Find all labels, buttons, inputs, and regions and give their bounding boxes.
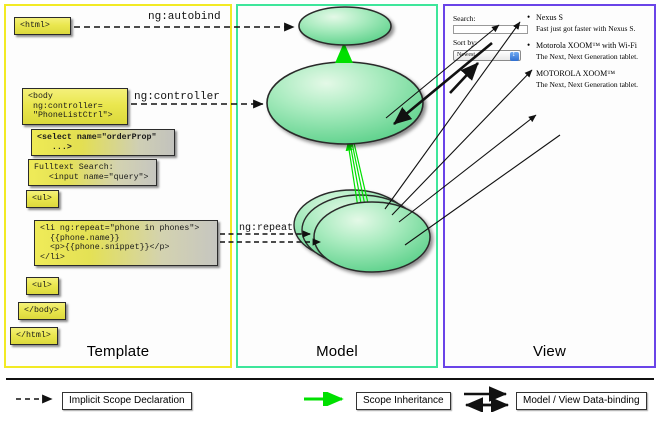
sort-by-label: Sort by: bbox=[453, 38, 477, 47]
list-item[interactable]: Motorola XOOM™ with Wi-Fi The Next, Next… bbox=[527, 40, 652, 63]
column-model: Model bbox=[236, 4, 438, 368]
chevron-updown-icon bbox=[510, 51, 519, 61]
code-box-html-open: <html> bbox=[14, 17, 71, 35]
search-label: Search: bbox=[453, 14, 476, 23]
phone-name: Motorola XOOM™ with Wi-Fi bbox=[527, 40, 652, 51]
legend-art-green bbox=[304, 392, 344, 406]
sort-by-selected-value: Newest bbox=[457, 52, 475, 58]
legend-divider bbox=[6, 378, 654, 380]
legend-art-double bbox=[464, 386, 510, 412]
list-item[interactable]: Nexus S Fast just got faster with Nexus … bbox=[527, 12, 652, 35]
sort-by-select[interactable]: Newest bbox=[453, 50, 521, 61]
legend: Implicit Scope Declaration Scope Inherit… bbox=[0, 378, 660, 421]
search-input[interactable] bbox=[453, 25, 528, 34]
view-rendered-page: Search: Sort by: Newest Nexus S Fast jus… bbox=[449, 10, 652, 130]
list-item[interactable]: MOTOROLA XOOM™ The Next, Next Generation… bbox=[527, 68, 652, 91]
code-box-select-tag: <select name="orderProp" ...> bbox=[31, 129, 175, 157]
column-label-model: Model bbox=[316, 343, 358, 360]
phone-snippet: Fast just got faster with Nexus S. bbox=[536, 24, 636, 33]
code-box-body-open: <body ng:controller= "PhoneListCtrl"> bbox=[22, 88, 128, 125]
phone-name: Nexus S bbox=[527, 12, 652, 23]
legend-implicit-scope-declaration: Implicit Scope Declaration bbox=[62, 392, 192, 410]
legend-model-view-data-binding: Model / View Data-binding bbox=[516, 392, 647, 410]
phone-name: MOTOROLA XOOM™ bbox=[527, 68, 652, 79]
phone-snippet: The Next, Next Generation tablet. bbox=[536, 52, 639, 61]
phone-list: Nexus S Fast just got faster with Nexus … bbox=[527, 12, 652, 96]
phone-snippet: The Next, Next Generation tablet. bbox=[536, 80, 639, 89]
column-label-view: View bbox=[532, 343, 567, 360]
code-box-ul-close: <ul> bbox=[26, 277, 59, 295]
code-box-search-input: Fulltext Search: <input name="query"> bbox=[28, 159, 157, 187]
column-label-template: Template bbox=[86, 343, 150, 360]
code-box-body-close: </body> bbox=[18, 302, 66, 320]
code-box-html-close: </html> bbox=[10, 327, 58, 345]
legend-art-dashed bbox=[16, 394, 53, 404]
legend-scope-inheritance: Scope Inheritance bbox=[356, 392, 451, 410]
code-box-ul-open: <ul> bbox=[26, 190, 59, 208]
code-box-li-repeat: <li ng:repeat="phone in phones"> {{phone… bbox=[34, 220, 218, 267]
